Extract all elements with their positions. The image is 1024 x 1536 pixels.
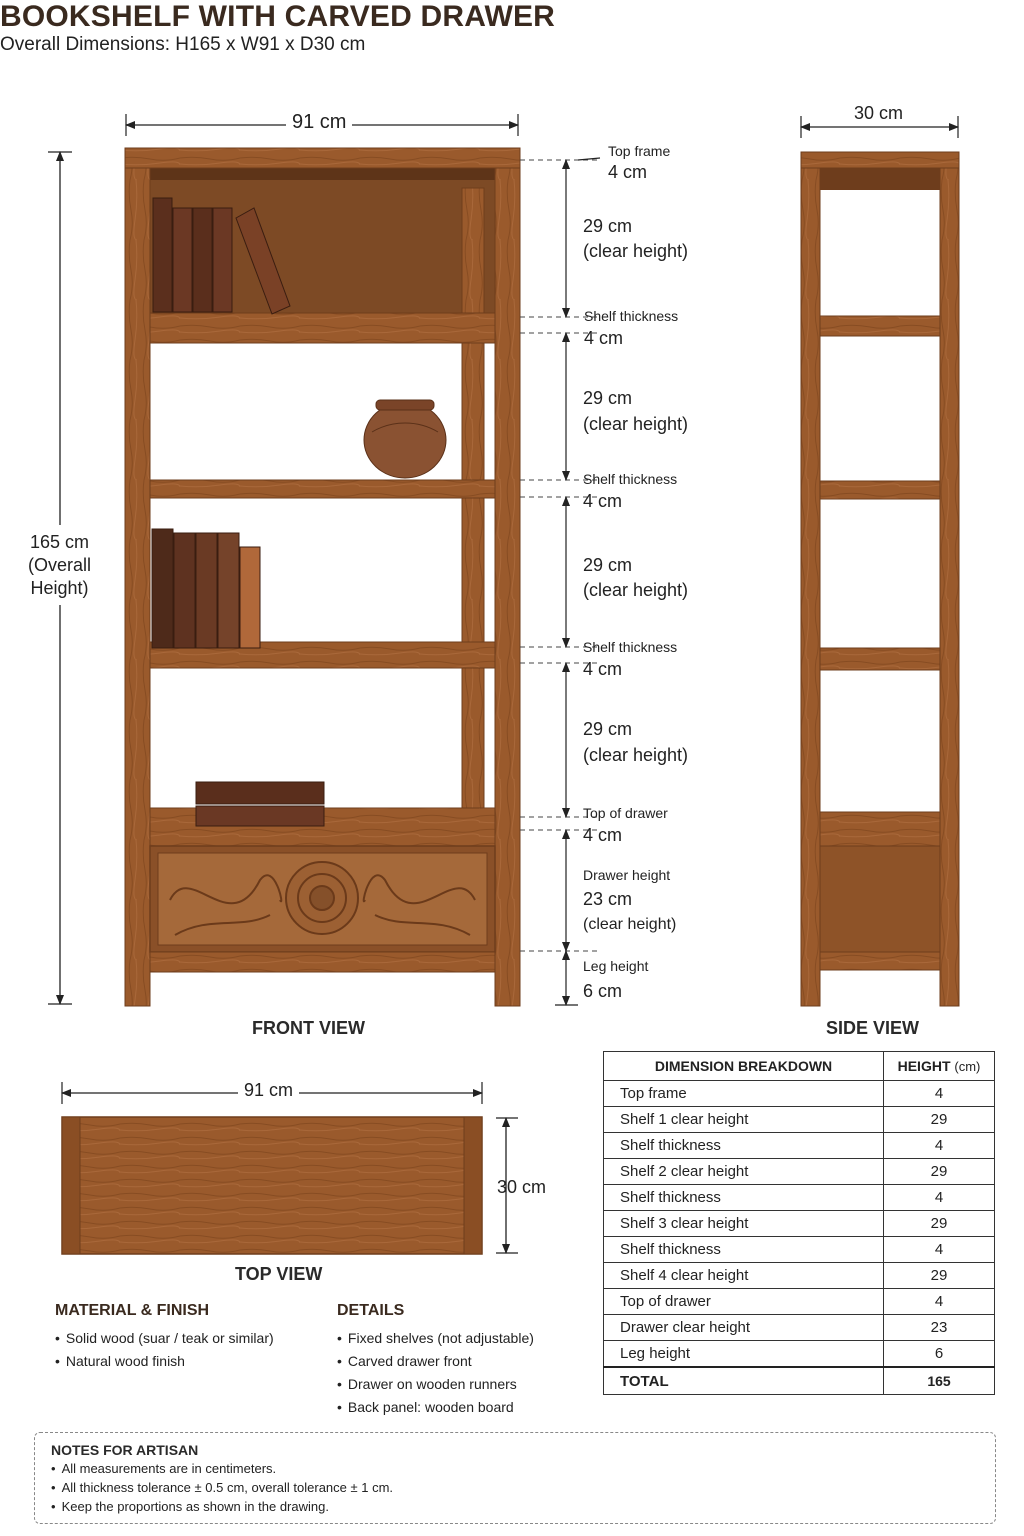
callout-shelf-thickness-2-value: 4 cm xyxy=(583,491,623,511)
front-width-label: 91 cm xyxy=(286,111,353,134)
callout-top-frame-title: Top frame xyxy=(608,143,671,159)
details-title: DETAILS xyxy=(337,1302,405,1319)
height-chain-arrows xyxy=(555,157,601,1006)
callout-shelf4-value: 29 cm xyxy=(583,719,633,739)
callout-shelf-thickness-1-value: 4 cm xyxy=(584,328,624,348)
top-depth-label: 30 cm xyxy=(497,1177,547,1197)
top-frame xyxy=(124,147,521,169)
shelf-2 xyxy=(149,479,496,499)
callout-leg-height-value: 6 cm xyxy=(583,981,623,1001)
list-item: Solid wood (suar / teak or similar) xyxy=(55,1330,274,1353)
notes-box: NOTES FOR ARTISAN All measurements are i… xyxy=(34,1432,996,1524)
overall-dimensions: Overall Dimensions: H165 x W91 x D30 cm xyxy=(0,34,366,55)
bottom-rail xyxy=(149,951,496,973)
notes-list: All measurements are in centimeters. All… xyxy=(51,1461,393,1518)
list-item: Back panel: wooden board xyxy=(337,1399,534,1422)
list-item: Natural wood finish xyxy=(55,1353,274,1376)
top-width-label: 91 cm xyxy=(238,1080,300,1101)
side-depth-label: 30 cm xyxy=(848,103,910,124)
callout-top-of-drawer-title: Top of drawer xyxy=(583,805,668,821)
shelf-1 xyxy=(149,312,496,344)
callout-shelf-thickness-3-value: 4 cm xyxy=(583,659,623,679)
list-item: Fixed shelves (not adjustable) xyxy=(337,1330,534,1353)
list-item: Drawer on wooden runners xyxy=(337,1376,534,1399)
left-upright xyxy=(124,147,151,1007)
table-header-name: DIMENSION BREAKDOWN xyxy=(603,1051,884,1081)
notes-title: NOTES FOR ARTISAN xyxy=(51,1442,199,1458)
list-item: Carved drawer front xyxy=(337,1353,534,1376)
callout-shelf3-value: 29 cm xyxy=(583,555,633,575)
side-view-label: SIDE VIEW xyxy=(826,1018,920,1038)
books-third-shelf xyxy=(151,528,261,649)
callout-shelf-thickness-2-title: Shelf thickness xyxy=(583,471,678,487)
material-list: Solid wood (suar / teak or similar) Natu… xyxy=(55,1330,274,1376)
callout-shelf-thickness-3-title: Shelf thickness xyxy=(583,639,678,655)
clay-pot xyxy=(363,399,447,479)
right-upright xyxy=(494,147,521,1007)
list-item: All thickness tolerance ± 0.5 cm, overal… xyxy=(51,1480,393,1499)
dimension-breakdown-table: DIMENSION BREAKDOWN HEIGHT (cm) Top fram… xyxy=(603,1051,995,1395)
top-view-drawing xyxy=(61,1116,483,1255)
callout-drawer-height-value: 23 cm xyxy=(583,889,633,909)
books-top-shelf xyxy=(152,197,291,315)
details-list: Fixed shelves (not adjustable) Carved dr… xyxy=(337,1330,534,1422)
callout-shelf2-note: (clear height) xyxy=(583,414,689,434)
callout-shelf4-note: (clear height) xyxy=(583,745,689,765)
list-item: All measurements are in centimeters. xyxy=(51,1461,393,1480)
top-view-label: TOP VIEW xyxy=(235,1264,323,1284)
front-view-drawing xyxy=(124,147,521,1007)
callout-top-of-drawer-value: 4 cm xyxy=(583,825,623,845)
table-header-row: DIMENSION BREAKDOWN HEIGHT (cm) xyxy=(603,1051,995,1081)
callout-shelf1-value: 29 cm xyxy=(583,216,633,236)
callout-leg-height-title: Leg height xyxy=(583,958,649,974)
front-view-label: FRONT VIEW xyxy=(252,1018,365,1038)
books-stacked xyxy=(195,781,325,827)
height-chain-lines xyxy=(520,159,600,952)
callout-shelf-thickness-1-title: Shelf thickness xyxy=(584,308,679,324)
callout-top-frame-value: 4 cm xyxy=(608,162,648,182)
list-item: Keep the proportions as shown in the dra… xyxy=(51,1499,393,1518)
carved-drawer-front xyxy=(149,845,496,953)
page-title: BOOKSHELF WITH CARVED DRAWER xyxy=(0,0,556,33)
callout-shelf1-note: (clear height) xyxy=(583,241,689,261)
callout-drawer-height-title: Drawer height xyxy=(583,867,671,883)
callout-shelf2-value: 29 cm xyxy=(583,388,633,408)
table-header-height: HEIGHT (cm) xyxy=(883,1051,995,1081)
side-view-drawing xyxy=(800,151,960,1007)
overall-height-label: 165 cm (Overall Height) xyxy=(28,532,92,598)
callout-drawer-height-note: (clear height) xyxy=(583,916,677,933)
callout-shelf3-note: (clear height) xyxy=(583,580,689,600)
material-title: MATERIAL & FINISH xyxy=(55,1302,210,1319)
